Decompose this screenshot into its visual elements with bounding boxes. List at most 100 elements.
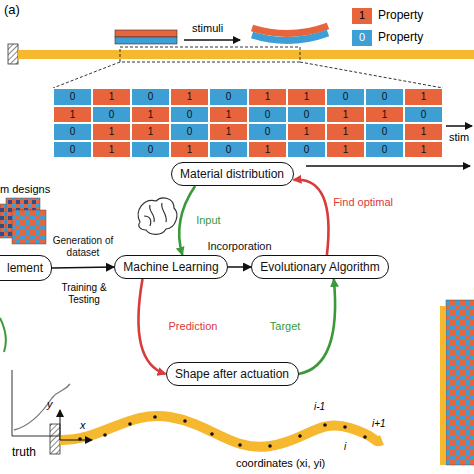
cell-value: 0 <box>70 126 76 137</box>
connector-arrow <box>179 186 195 255</box>
process-box: Machine Learning <box>114 255 228 279</box>
process-box: Material distribution <box>171 162 294 186</box>
edge-label: Target <box>268 320 303 333</box>
annotation: i+1 <box>372 418 386 430</box>
annotation: m designs <box>0 183 50 196</box>
grid-cell: 1 <box>287 88 326 106</box>
grid-cell: 0 <box>92 106 131 124</box>
cell-value: 0 <box>187 126 193 137</box>
cell-value: 0 <box>304 144 310 155</box>
grid-cell: 1 <box>209 123 248 141</box>
cell-value: 0 <box>148 144 154 155</box>
cell-value: 1 <box>226 126 232 137</box>
process-box: Evolutionary Algorithm <box>251 255 389 279</box>
grid-cell: 0 <box>170 123 209 141</box>
connector-arrow <box>294 180 329 255</box>
cell-value: 1 <box>343 144 349 155</box>
grid-cell: 0 <box>53 123 92 141</box>
cell-value: 0 <box>109 109 115 120</box>
cell-value: 0 <box>382 144 388 155</box>
legend-text: Property <box>378 9 423 23</box>
grid-cell: 1 <box>92 88 131 106</box>
cell-value: 1 <box>148 126 154 137</box>
deformed-beam <box>60 416 382 447</box>
legend-text: Property <box>378 31 423 45</box>
cell-value: 1 <box>109 91 115 102</box>
cell-value: 1 <box>382 109 388 120</box>
x-axis <box>60 440 92 441</box>
grid-cell: 0 <box>209 88 248 106</box>
bilayer-flat <box>115 30 177 44</box>
grid-cell: 0 <box>365 141 404 159</box>
grid-cell: 1 <box>404 88 443 106</box>
cell-value: 1 <box>187 91 193 102</box>
grid-cell: 1 <box>326 123 365 141</box>
cell-value: 1 <box>304 91 310 102</box>
cell-value: 1 <box>265 91 271 102</box>
output-arrow <box>306 165 470 167</box>
grid-cell: 1 <box>287 123 326 141</box>
truth-plot <box>0 318 72 436</box>
cell-value: 1 <box>265 144 271 155</box>
cell-value: 0 <box>226 144 232 155</box>
zoom-box <box>120 47 300 62</box>
cell-value: 0 <box>226 91 232 102</box>
stimuli-arrow <box>446 125 472 127</box>
annotation: stim <box>449 131 469 144</box>
panel-label: (a) <box>4 3 20 18</box>
connector-arrow <box>228 266 251 268</box>
edge-label: Incorporation <box>205 240 273 253</box>
grid-cell: 1 <box>248 141 287 159</box>
cell-value: 1 <box>226 109 232 120</box>
edge-label: Input <box>194 214 222 227</box>
beam <box>18 50 474 59</box>
annotation: Training & Testing <box>53 282 115 305</box>
coordinate-dots <box>78 415 367 448</box>
annotation: x <box>80 419 86 432</box>
cell-value: 0 <box>265 126 271 137</box>
cell-value: 1 <box>187 144 193 155</box>
annotation: i-1 <box>314 401 325 413</box>
grid-cell: 1 <box>170 141 209 159</box>
process-box: lement <box>0 255 52 281</box>
cell-value: 1 <box>109 126 115 137</box>
cell-value: 0 <box>265 109 271 120</box>
grid-cell: 1 <box>326 106 365 124</box>
cell-value: 1 <box>343 109 349 120</box>
grid-cell: 1 <box>131 123 170 141</box>
result-stack <box>440 300 474 465</box>
grid-cell: 1 <box>53 106 92 124</box>
zoom-line <box>300 62 443 88</box>
box-label: Machine Learning <box>123 260 218 274</box>
bilayer-curved <box>252 26 328 41</box>
grid-cell: 0 <box>404 106 443 124</box>
swatch-value: 1 <box>352 9 372 22</box>
stimuli-arrow <box>184 39 240 41</box>
cell-value: 0 <box>148 91 154 102</box>
grid-cell: 1 <box>170 88 209 106</box>
grid-cell: 0 <box>287 106 326 124</box>
grid-cell: 0 <box>365 123 404 141</box>
connector-arrow <box>138 279 165 374</box>
grid-cell: 0 <box>53 88 92 106</box>
clamp-wall <box>8 44 18 64</box>
annotation: truth <box>12 446 36 460</box>
cell-value: 1 <box>70 109 76 120</box>
connector-arrow <box>52 267 114 268</box>
grid-cell: 1 <box>92 141 131 159</box>
cell-value: 0 <box>382 126 388 137</box>
cell-value: 0 <box>421 109 427 120</box>
grid-cell: 1 <box>404 123 443 141</box>
cell-value: 1 <box>421 91 427 102</box>
box-label: Evolutionary Algorithm <box>260 260 379 274</box>
grid-cell: 1 <box>92 123 131 141</box>
cell-value: 1 <box>421 126 427 137</box>
box-label: Shape after actuation <box>175 367 289 381</box>
grid-cell: 0 <box>248 106 287 124</box>
cell-value: 0 <box>304 109 310 120</box>
grid-cell: 1 <box>404 141 443 159</box>
annotation: i <box>344 441 346 453</box>
grid-cell: 0 <box>131 141 170 159</box>
cell-value: 0 <box>343 91 349 102</box>
